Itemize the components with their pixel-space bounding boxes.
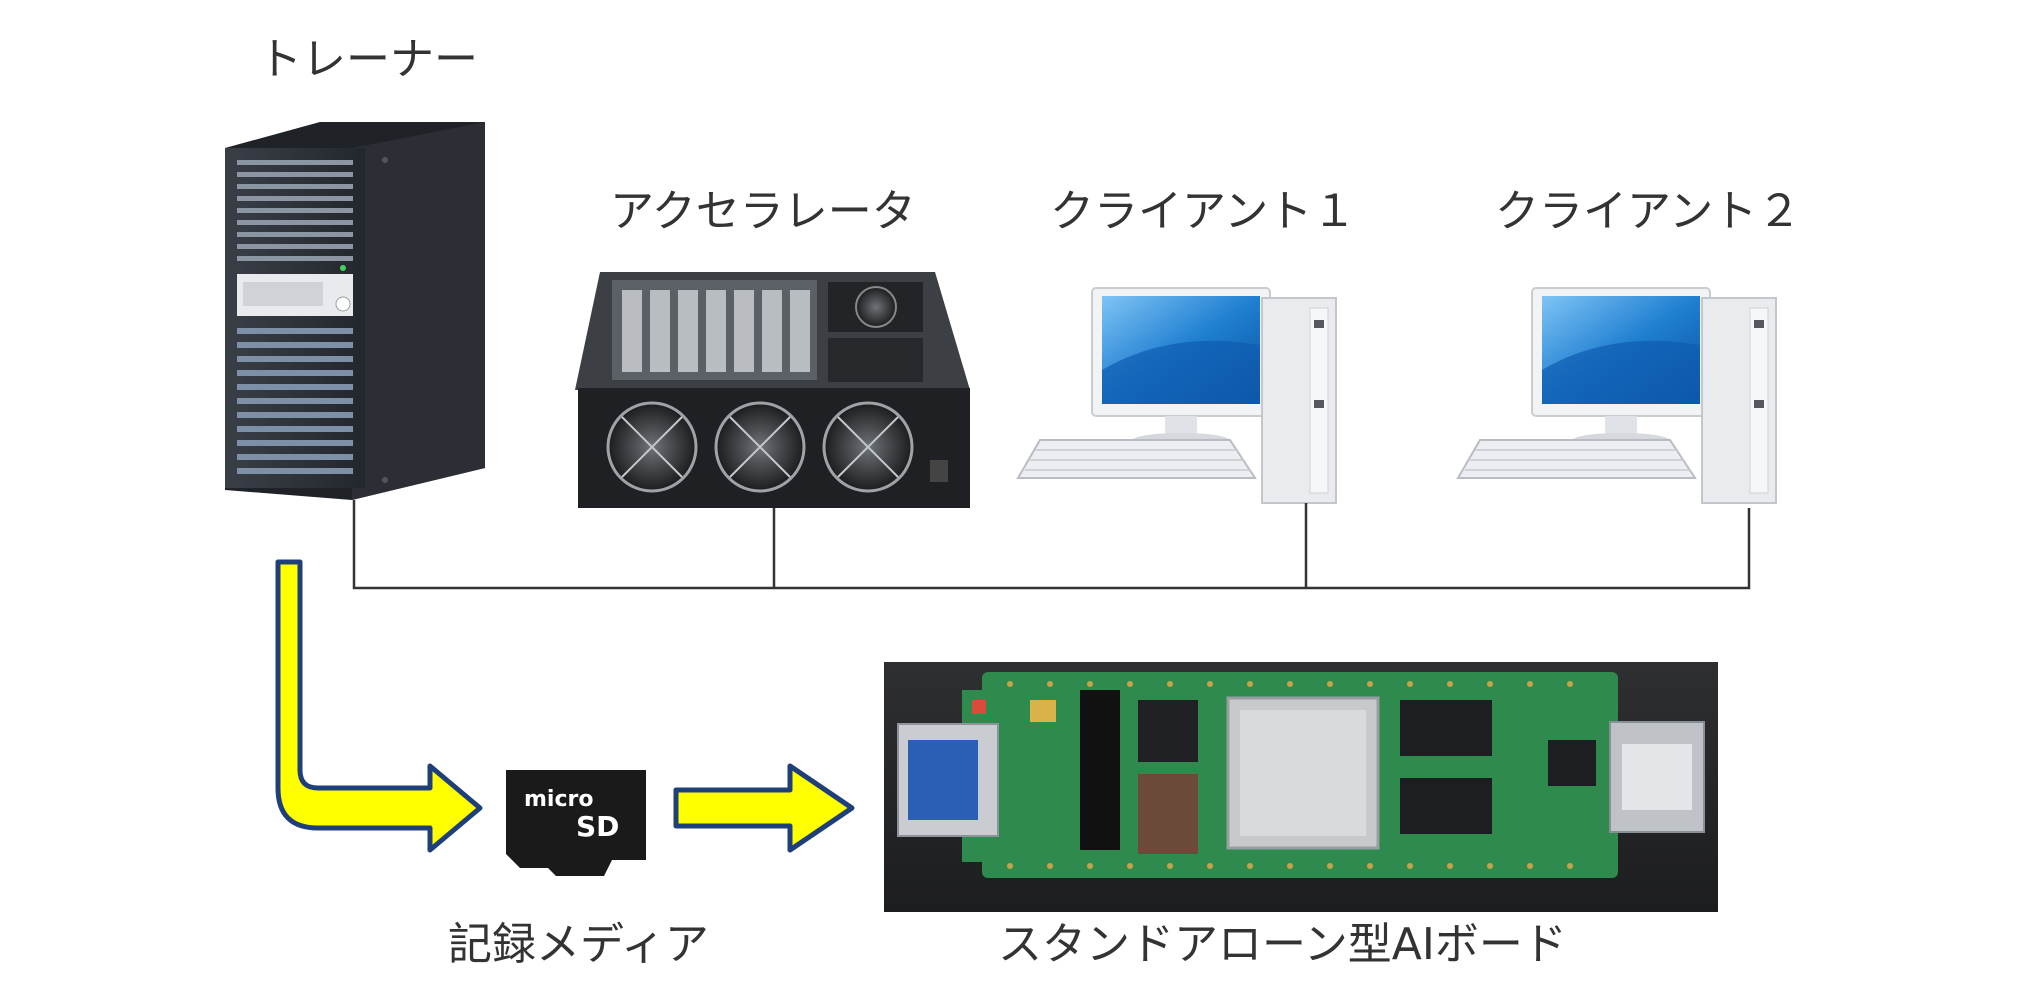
media-label: 記録メディア [448, 919, 709, 970]
client1-pc-icon [1016, 287, 1337, 504]
sd-line1-text: micro [524, 787, 593, 812]
accelerator-label: アクセラレータ [610, 186, 916, 237]
sd-line2-text: SD [576, 810, 619, 843]
arrow-trainer-to-media [275, 559, 483, 853]
client1-label: クライアント１ [1050, 186, 1357, 237]
trainer-server-icon [225, 122, 485, 500]
arrow-media-to-board [673, 763, 855, 853]
microsd-card-icon: micro SD [506, 770, 646, 876]
board-label: スタンドアローン型AIボード [998, 919, 1567, 970]
ai-board-image [884, 662, 1718, 912]
client2-pc-icon [1456, 287, 1777, 504]
accelerator-icon [575, 272, 970, 508]
network-lines [352, 500, 1751, 590]
client2-label: クライアント２ [1495, 186, 1802, 237]
trainer-label: トレーナー [258, 34, 478, 85]
